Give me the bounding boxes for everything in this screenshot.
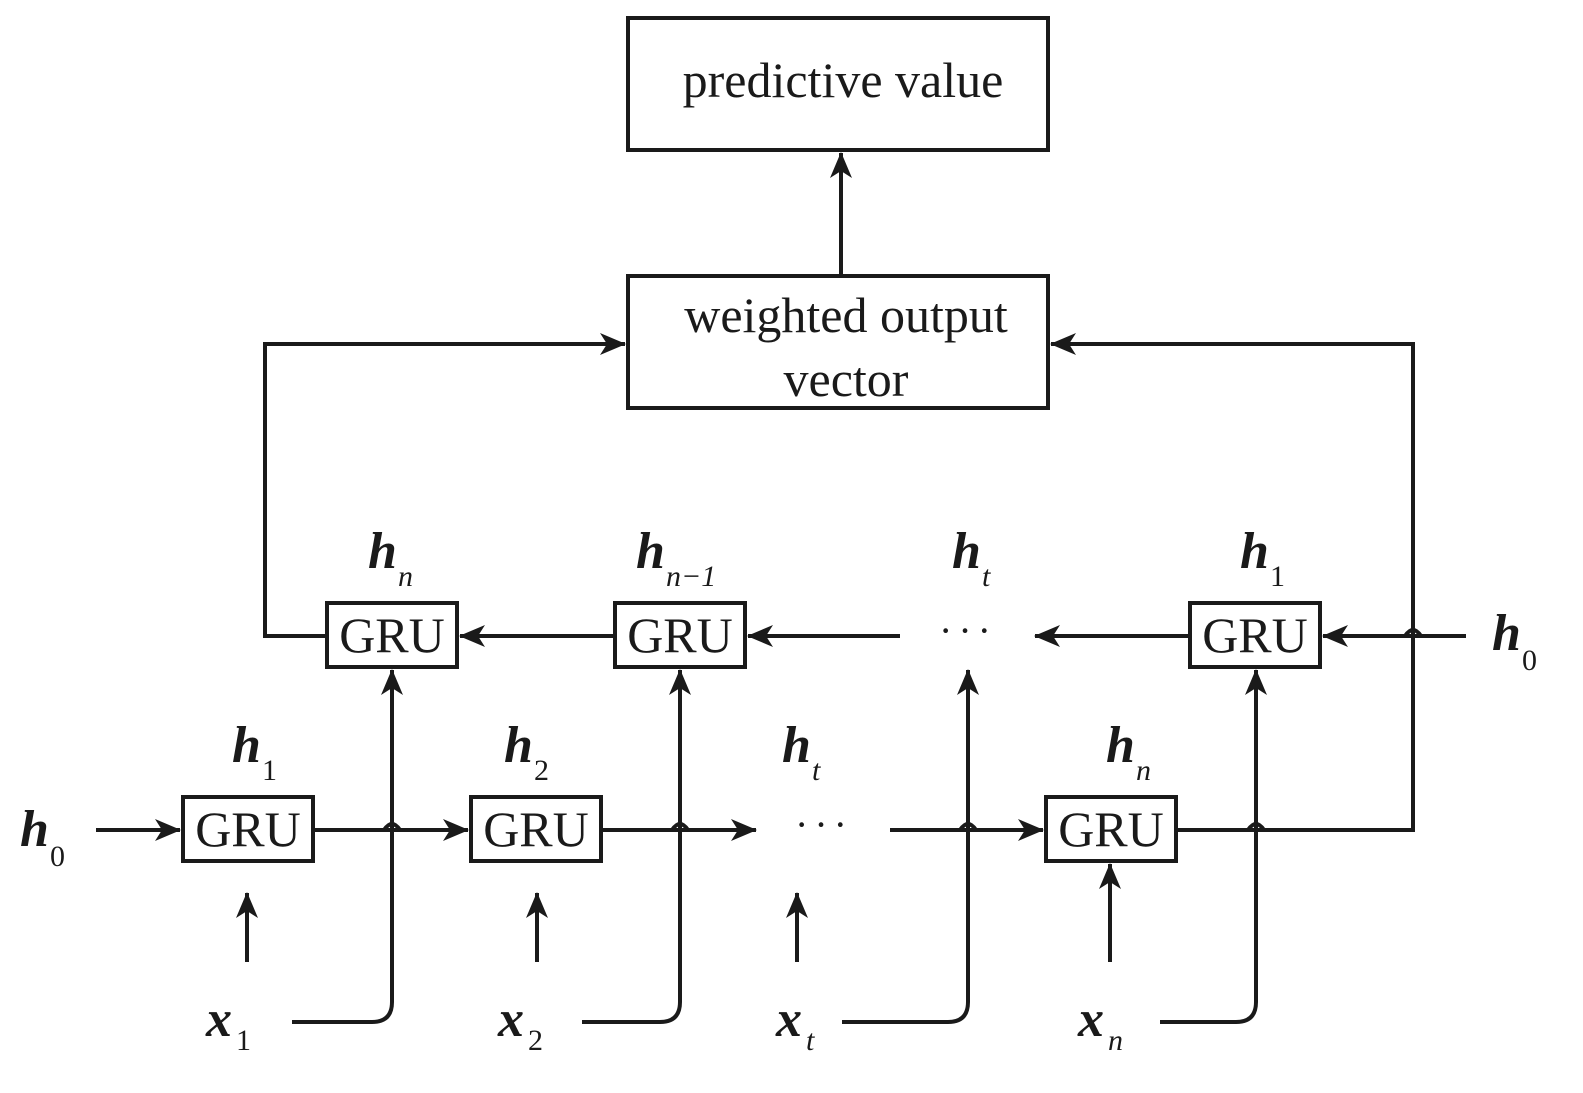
forward-gru-n: GRU [1044,795,1178,863]
crossing-hop [958,822,978,832]
forward-gru-1: GRU [181,795,315,863]
backward-gru-1: GRU [1188,601,1322,669]
weighted-output-label-line1: weighted output [684,287,1008,343]
backward-gru-n-minus-1: GRU [613,601,747,669]
backward-output-connector [263,333,626,638]
forward-gru-2: GRU [469,795,603,863]
state-sub: 2 [534,754,549,787]
state-var: h [1240,523,1269,580]
gru-label: GRU [627,607,733,663]
state-sub: n [1136,754,1151,787]
gru-label: GRU [195,801,301,857]
state-var: h [1492,605,1521,662]
input-sub: 1 [236,1024,251,1057]
backward-ellipsis: ··· [939,608,997,653]
gru-label: GRU [339,607,445,663]
input-route-x2-backward [582,669,691,1024]
state-var: h [1106,717,1135,774]
input-var: x [775,991,802,1048]
state-sub: t [982,560,991,593]
backward-initial-state: h 0 [1492,605,1537,677]
gru-label: GRU [483,801,589,857]
input-route-xn-backward [1160,669,1267,1024]
forward-state-n: h n [1106,717,1151,787]
crossing-hop [670,822,690,832]
state-sub: 1 [262,754,277,787]
gru-label: GRU [1058,801,1164,857]
input-var: x [1077,991,1104,1048]
gru-label: GRU [1202,607,1308,663]
state-var: h [952,523,981,580]
input-var: x [497,991,524,1048]
backward-state-1: h 1 [1240,523,1285,593]
input-xt: x t [775,991,815,1057]
state-sub: n [398,560,413,593]
input-route-x1-backward [292,669,403,1024]
backward-state-n-minus-1: h n−1 [636,523,716,593]
input-sub: 2 [528,1024,543,1057]
forward-output-connector [1050,333,1415,832]
crossing-hop [382,822,402,832]
input-var: x [205,991,232,1048]
forward-ellipsis: ··· [795,802,853,847]
predictive-value-label: predictive value [683,52,1004,108]
state-var: h [636,523,665,580]
input-xn: x n [1077,991,1123,1057]
input-x1: x 1 [205,991,251,1057]
crossing-hop [1246,822,1266,832]
crossing-hop [1403,628,1423,638]
backward-state-t: h t [952,523,991,593]
state-var: h [20,801,49,858]
input-x2: x 2 [497,991,543,1057]
state-var: h [232,717,261,774]
state-var: h [782,717,811,774]
predictive-value-box: predictive value [626,16,1050,152]
input-sub: n [1108,1024,1123,1057]
forward-initial-state: h 0 [20,801,65,873]
forward-state-t: h t [782,717,821,787]
input-route-xt-backward [842,669,979,1024]
backward-state-n: h n [368,523,413,593]
weighted-output-label-line2: vector [784,351,909,407]
forward-state-2: h 2 [504,717,549,787]
forward-state-1: h 1 [232,717,277,787]
weighted-output-vector-box: weighted output vector [626,274,1050,410]
state-sub: n−1 [666,560,716,593]
state-var: h [504,717,533,774]
state-sub: t [812,754,821,787]
state-sub: 1 [1270,560,1285,593]
state-var: h [368,523,397,580]
input-sub: t [806,1024,815,1057]
state-sub: 0 [50,840,65,873]
backward-gru-n: GRU [325,601,459,669]
state-sub: 0 [1522,644,1537,677]
